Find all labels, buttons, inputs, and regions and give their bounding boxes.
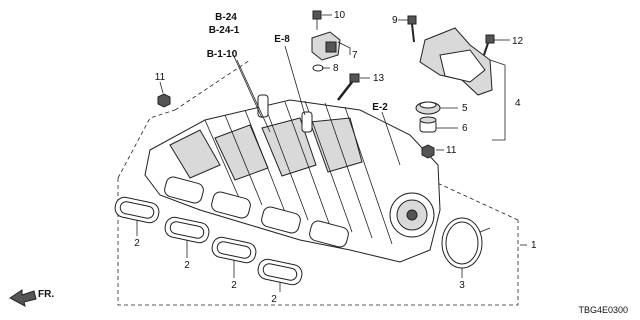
front-direction-arrow: FR. [9, 289, 54, 307]
leader-lines [136, 14, 527, 292]
ref-b-1-10: B-1-10 [207, 49, 238, 60]
callout-4: 4 [515, 98, 521, 109]
intake-manifold [144, 94, 441, 263]
callout-13: 13 [373, 73, 385, 84]
bracket-assembly [419, 27, 493, 96]
ref-b-24-1: B-24-1 [209, 25, 240, 36]
callout-11b: 11 [446, 145, 457, 156]
seal-5 [415, 101, 441, 115]
map-sensor [311, 31, 341, 61]
nut-11-left [157, 93, 171, 108]
callout-10: 10 [334, 10, 346, 21]
callout-3: 3 [459, 280, 465, 291]
callout-5: 5 [462, 103, 468, 114]
callout-9: 9 [392, 15, 398, 26]
bolt-9 [407, 15, 417, 43]
bolt-12 [483, 34, 495, 56]
callout-7: 7 [352, 50, 358, 61]
callout-2d: 2 [271, 294, 277, 305]
callout-11a: 11 [155, 72, 166, 83]
callout-2a: 2 [134, 238, 140, 249]
bolt-13 [337, 73, 360, 101]
ref-e-2: E-2 [372, 102, 388, 113]
diagram-code: TBG4E0300 [578, 305, 628, 315]
assembly-boundary [117, 59, 519, 306]
callout-2b: 2 [184, 260, 190, 271]
ref-e-8: E-8 [274, 34, 290, 45]
o-ring-8 [312, 64, 324, 72]
callout-6: 6 [462, 123, 468, 134]
ref-b-24: B-24 [215, 12, 237, 23]
callout-12: 12 [512, 36, 524, 47]
front-label: FR. [38, 289, 54, 300]
callout-2c: 2 [231, 280, 237, 291]
bolt-10 [312, 10, 322, 30]
callout-1: 1 [531, 240, 537, 251]
throttle-gasket [441, 217, 491, 269]
manifold-ribs [204, 100, 393, 245]
port-gaskets [114, 196, 303, 286]
collar-6 [419, 116, 437, 133]
callout-8: 8 [333, 63, 339, 74]
nut-11-right [421, 144, 435, 159]
